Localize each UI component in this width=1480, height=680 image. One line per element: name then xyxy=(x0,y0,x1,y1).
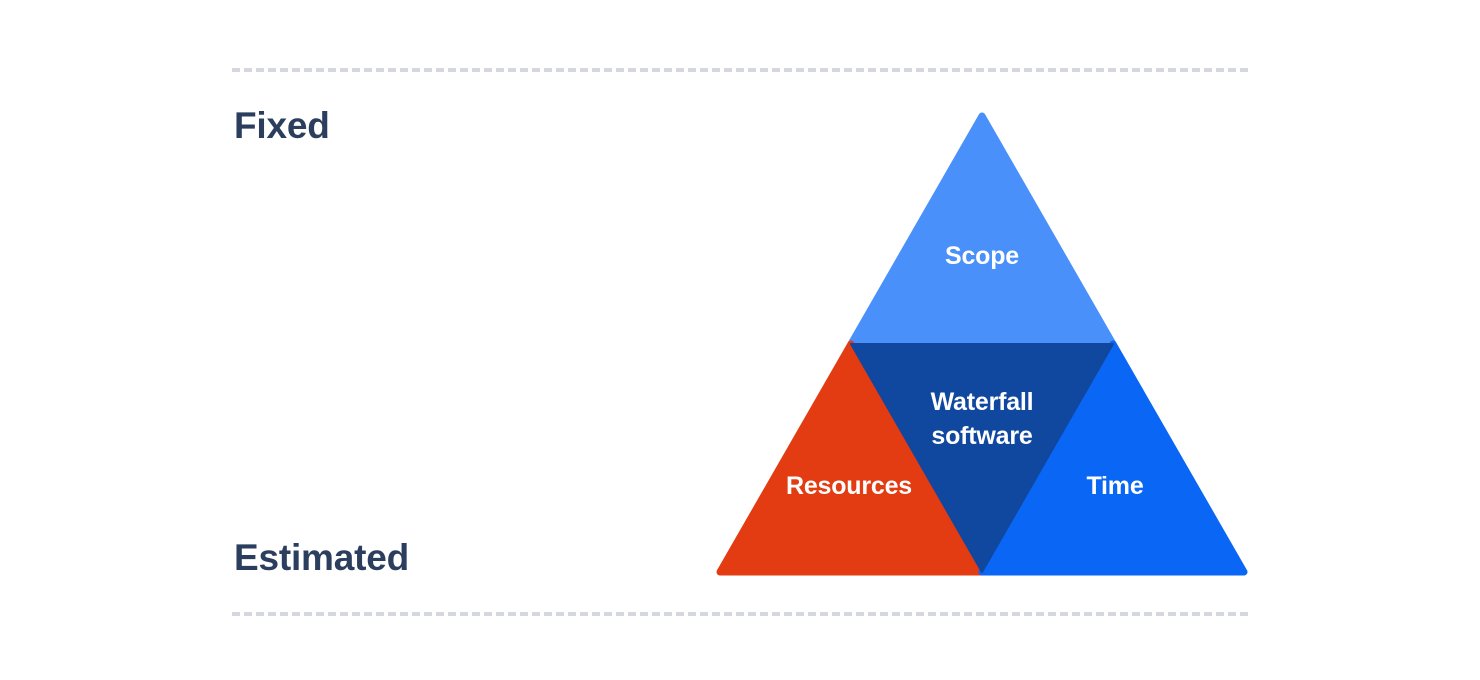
segment-label-center-line1: Waterfall xyxy=(931,388,1034,416)
segment-label-scope: Scope xyxy=(945,242,1019,270)
triangle-diagram: Scope Resources Time Waterfall software xyxy=(712,108,1252,580)
segment-label-time: Time xyxy=(1086,472,1143,500)
segment-scope[interactable] xyxy=(847,112,1117,348)
guide-line-bottom xyxy=(232,612,1248,616)
guide-line-top xyxy=(232,68,1248,72)
segment-label-center-line2: software xyxy=(931,422,1033,450)
segment-center-waterfall[interactable] xyxy=(850,343,1114,573)
axis-label-estimated: Estimated xyxy=(234,537,410,578)
segment-label-resources: Resources xyxy=(786,472,912,500)
axis-label-fixed: Fixed xyxy=(234,105,330,146)
